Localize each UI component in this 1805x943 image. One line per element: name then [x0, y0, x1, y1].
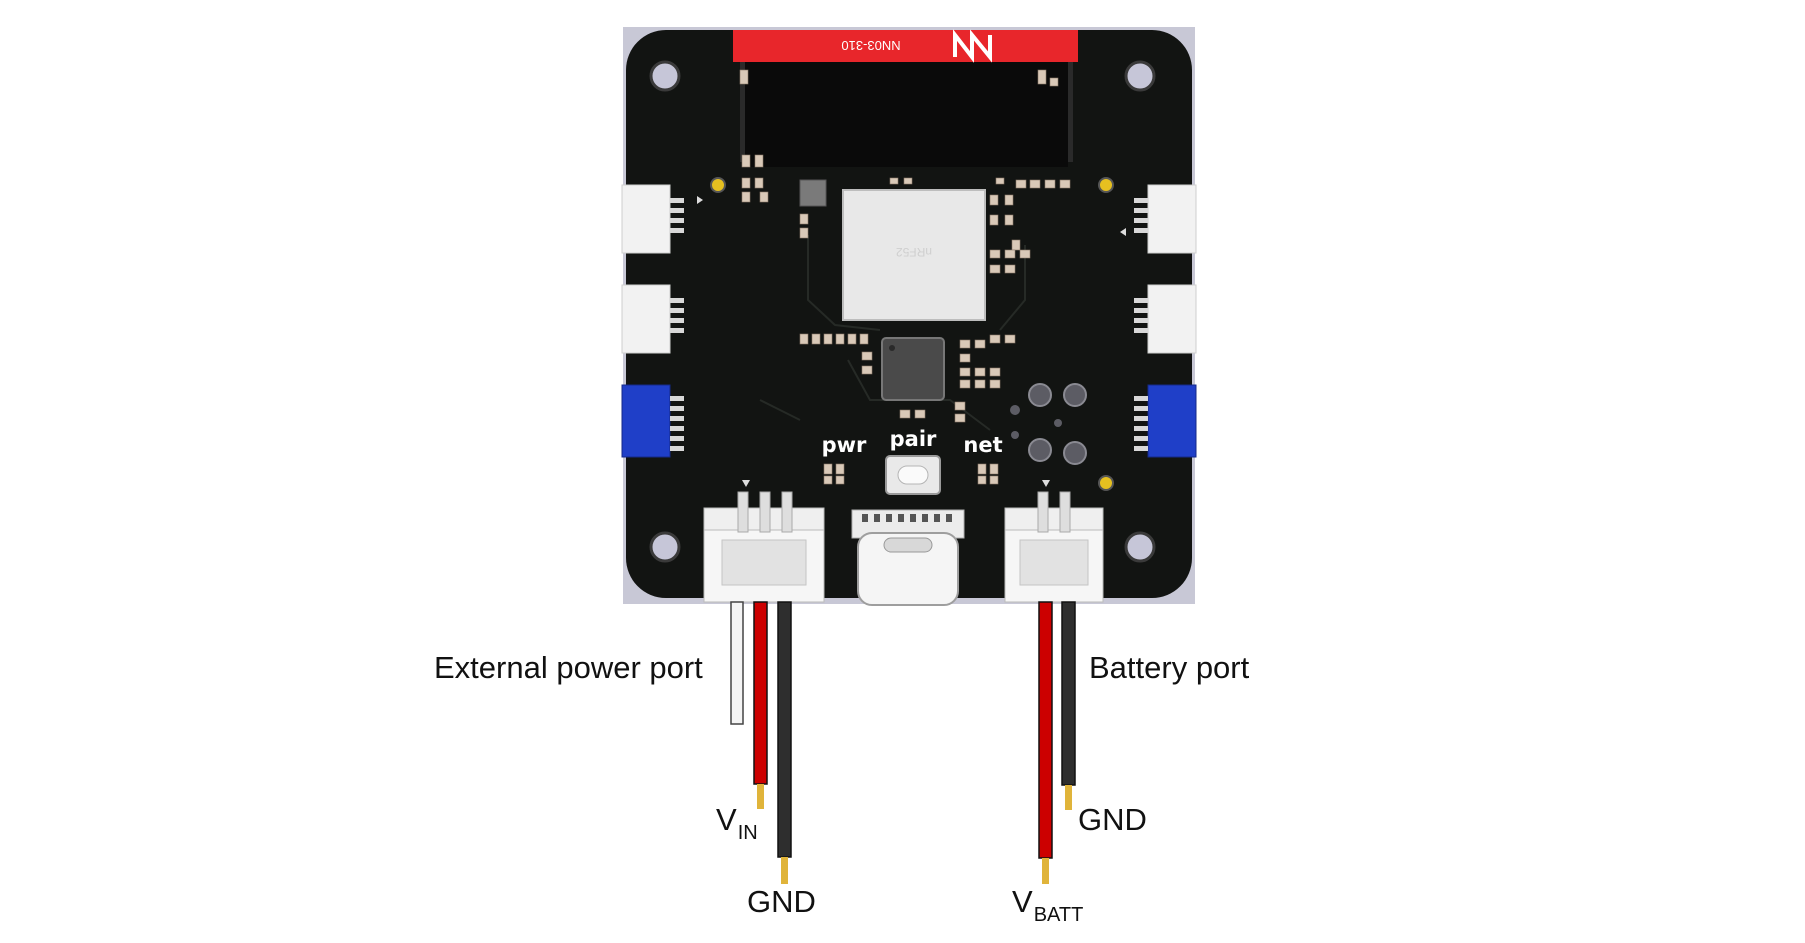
capacitor-cluster — [1010, 383, 1087, 465]
pin1-markers — [697, 196, 1126, 487]
antenna-label: NN03-310 — [841, 38, 900, 53]
mounting-hole — [649, 531, 681, 563]
small-chip — [799, 179, 827, 207]
mounting-hole — [649, 60, 681, 92]
vin-label-main: V — [716, 802, 737, 837]
gnd-wire-left — [777, 601, 792, 858]
mounting-holes — [649, 60, 1156, 563]
radio-module-marking: nRF52 — [896, 245, 932, 259]
unused-wire — [730, 601, 744, 725]
silk-net-label: net — [963, 433, 1002, 457]
gnd-wire-right-tip — [1065, 785, 1072, 810]
gnd-left-label: GND — [747, 884, 816, 919]
left-side-connectors — [621, 184, 684, 458]
external-power-wires — [730, 601, 792, 884]
battery-port-label: Battery port — [1089, 650, 1250, 685]
gold-test-pads — [710, 177, 1114, 491]
usb-c-port — [851, 509, 965, 606]
vbatt-wire — [1038, 601, 1053, 859]
gnd-wire-right — [1061, 601, 1076, 786]
silk-pwr-label: pwr — [822, 433, 867, 457]
mounting-hole — [1124, 60, 1156, 92]
radio-module: nRF52 — [842, 189, 986, 321]
battery-connector — [1004, 491, 1104, 603]
silk-pair-label: pair — [890, 427, 937, 451]
external-power-connector — [703, 491, 825, 603]
vin-label-subscript: IN — [737, 822, 758, 844]
vin-wire-tip — [757, 784, 764, 809]
vbatt-wire-tip — [1042, 858, 1049, 884]
gnd-wire-left-tip — [781, 857, 788, 884]
vin-label: VIN — [716, 802, 758, 844]
antenna-module: NN03-310 — [733, 29, 1078, 167]
external-power-port-label: External power port — [434, 650, 703, 685]
pair-button[interactable] — [885, 455, 941, 495]
mcu-chip — [881, 337, 945, 401]
right-side-connectors — [1134, 184, 1197, 458]
antenna-logo-icon — [953, 29, 992, 63]
vin-wire — [753, 601, 768, 785]
vbatt-label: VBATT — [1012, 884, 1083, 926]
mounting-hole — [1124, 531, 1156, 563]
gnd-right-label: GND — [1078, 802, 1147, 837]
vbatt-label-subscript: BATT — [1033, 904, 1084, 926]
passive-components — [739, 69, 1071, 485]
battery-wires — [1038, 601, 1076, 884]
vbatt-label-main: V — [1012, 884, 1033, 919]
